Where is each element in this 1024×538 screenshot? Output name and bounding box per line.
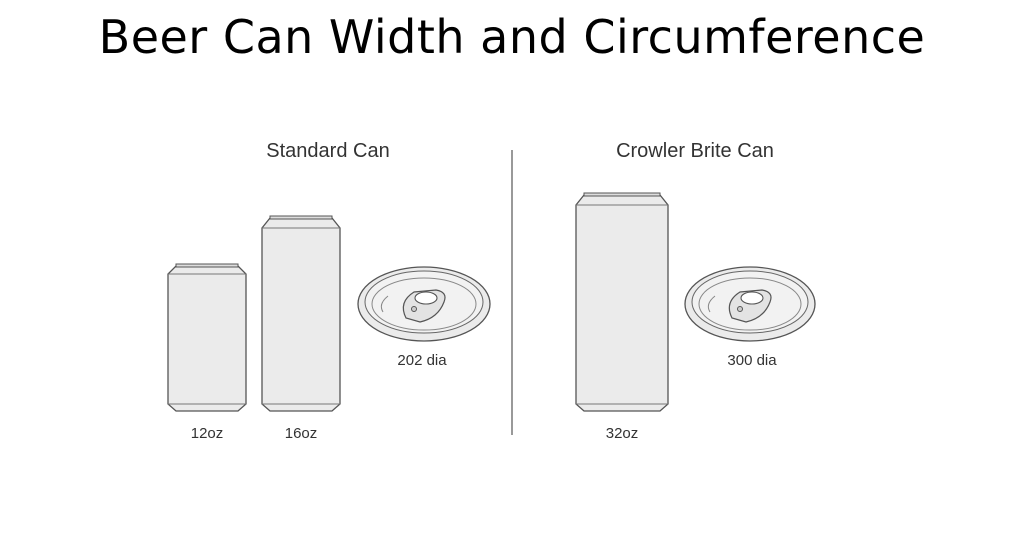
can-32oz-label: 32oz <box>605 425 639 442</box>
can-16oz-icon <box>261 215 341 412</box>
page-title: Beer Can Width and Circumference <box>98 10 926 64</box>
section-divider <box>511 150 513 435</box>
standard-can-heading: Standard Can <box>266 140 390 162</box>
can-16oz-label: 16oz <box>284 425 318 442</box>
can-12oz-label: 12oz <box>190 425 224 442</box>
crowler-can-heading: Crowler Brite Can <box>616 140 774 162</box>
can-12oz-icon <box>167 263 247 412</box>
lid-300-label: 300 dia <box>727 352 777 369</box>
lid-202-label: 202 dia <box>397 352 447 369</box>
lid-202-icon <box>357 266 491 342</box>
can-32oz-icon <box>575 192 669 412</box>
lid-300-icon <box>684 266 816 342</box>
